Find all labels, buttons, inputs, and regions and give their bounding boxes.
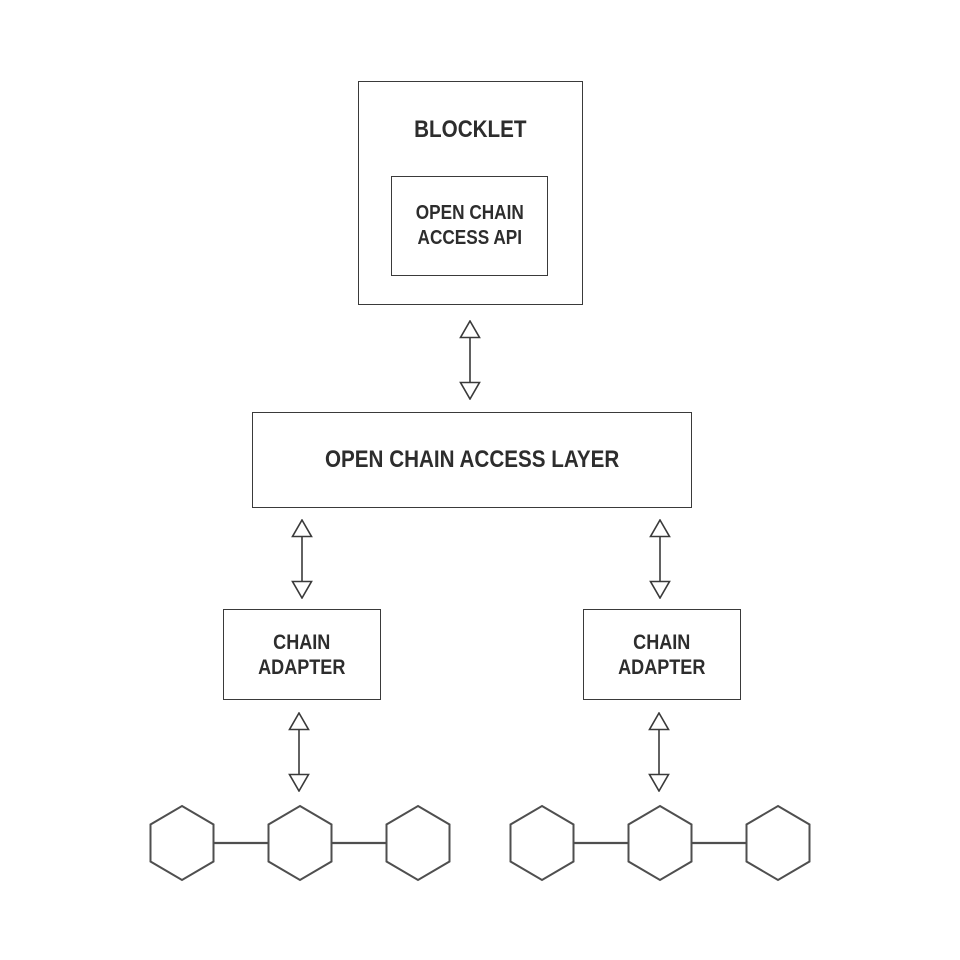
arrow-head-down bbox=[649, 580, 671, 599]
arrow-head-up bbox=[291, 519, 313, 538]
arrow-head-down bbox=[288, 773, 310, 792]
chain-adapter-left-box: CHAIN ADAPTER bbox=[223, 609, 381, 700]
open-chain-access-api-label: OPEN CHAIN ACCESS API bbox=[415, 201, 523, 251]
chain-adapter-left-label: CHAIN ADAPTER bbox=[258, 630, 345, 680]
hexagon-icon bbox=[385, 804, 451, 882]
arrow-head-up bbox=[288, 712, 310, 731]
double-arrow-adapter-right-chain-icon bbox=[648, 712, 670, 792]
arrow-head-down bbox=[291, 580, 313, 599]
double-arrow-adapter-left-chain-icon bbox=[288, 712, 310, 792]
hexagon-chain-left bbox=[149, 804, 451, 882]
hexagon-chain-right bbox=[509, 804, 811, 882]
api-label-line-1: OPEN CHAIN bbox=[415, 202, 524, 224]
blocklet-label: BLOCKLET bbox=[414, 116, 527, 143]
adapter-right-label-line-2: ADAPTER bbox=[618, 655, 706, 679]
arrow-head-down bbox=[459, 381, 481, 400]
hexagon-icon bbox=[149, 804, 215, 882]
arrow-head-up bbox=[648, 712, 670, 731]
hexagon-icon bbox=[627, 804, 693, 882]
hexagon-icon bbox=[745, 804, 811, 882]
hexagon-icon bbox=[509, 804, 575, 882]
adapter-right-label-line-1: CHAIN bbox=[633, 630, 691, 654]
chain-adapter-right-box: CHAIN ADAPTER bbox=[583, 609, 741, 700]
open-chain-access-api-box: OPEN CHAIN ACCESS API bbox=[391, 176, 548, 276]
adapter-left-label-line-1: CHAIN bbox=[273, 630, 331, 654]
chain-adapter-right-label: CHAIN ADAPTER bbox=[618, 630, 705, 680]
arrow-head-up bbox=[459, 320, 481, 339]
double-arrow-layer-adapter-left-icon bbox=[291, 519, 313, 599]
adapter-left-label-line-2: ADAPTER bbox=[258, 655, 346, 679]
open-chain-access-layer-label: OPEN CHAIN ACCESS LAYER bbox=[324, 446, 620, 473]
arrow-head-up bbox=[649, 519, 671, 538]
blocklet-box: BLOCKLET OPEN CHAIN ACCESS API bbox=[358, 81, 583, 305]
blocklet-title: BLOCKLET bbox=[359, 118, 582, 142]
open-chain-access-layer-box: OPEN CHAIN ACCESS LAYER bbox=[252, 412, 692, 508]
double-arrow-blocklet-layer-icon bbox=[459, 320, 481, 400]
api-label-line-2: ACCESS API bbox=[417, 227, 522, 249]
arrow-head-down bbox=[648, 773, 670, 792]
hexagon-icon bbox=[267, 804, 333, 882]
double-arrow-layer-adapter-right-icon bbox=[649, 519, 671, 599]
